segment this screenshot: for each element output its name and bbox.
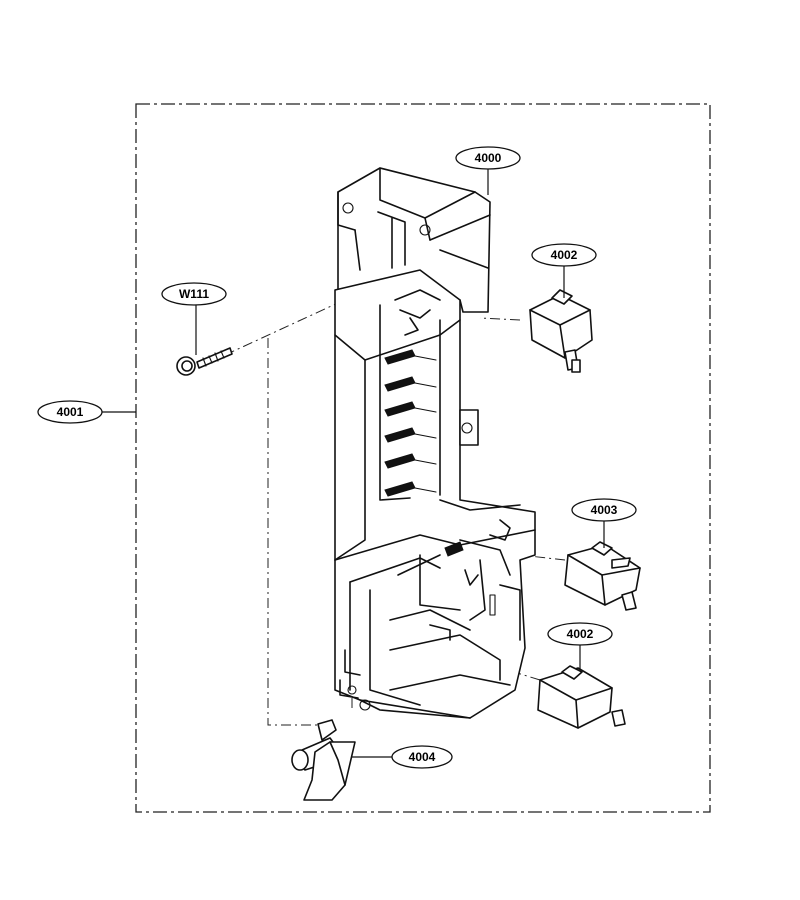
callout-4001: 4001 [37,400,103,424]
interlock-bracket [334,167,536,719]
callout-4003-text: 4003 [591,503,618,517]
callout-4000: 4000 [455,146,521,170]
screw-w111 [176,347,233,376]
callout-4004-text: 4004 [409,750,436,764]
microswitch-4003 [564,541,641,611]
microswitch-4002-top [529,289,593,373]
leader-lines [102,168,605,758]
callout-4003: 4003 [571,498,637,522]
callout-4002-bottom: 4002 [547,622,613,646]
callout-4000-text: 4000 [475,151,502,165]
callout-4002-bottom-text: 4002 [567,627,594,641]
lever-4004 [291,719,356,801]
microswitch-4002-bottom [537,665,626,729]
callout-4002-top: 4002 [531,243,597,267]
assembly-frame [135,103,711,813]
callout-4001-text: 4001 [57,405,84,419]
callout-4004: 4004 [391,745,453,769]
callout-4002-top-text: 4002 [551,248,578,262]
callout-w111: W111 [161,282,227,306]
callout-w111-text: W111 [179,287,209,301]
